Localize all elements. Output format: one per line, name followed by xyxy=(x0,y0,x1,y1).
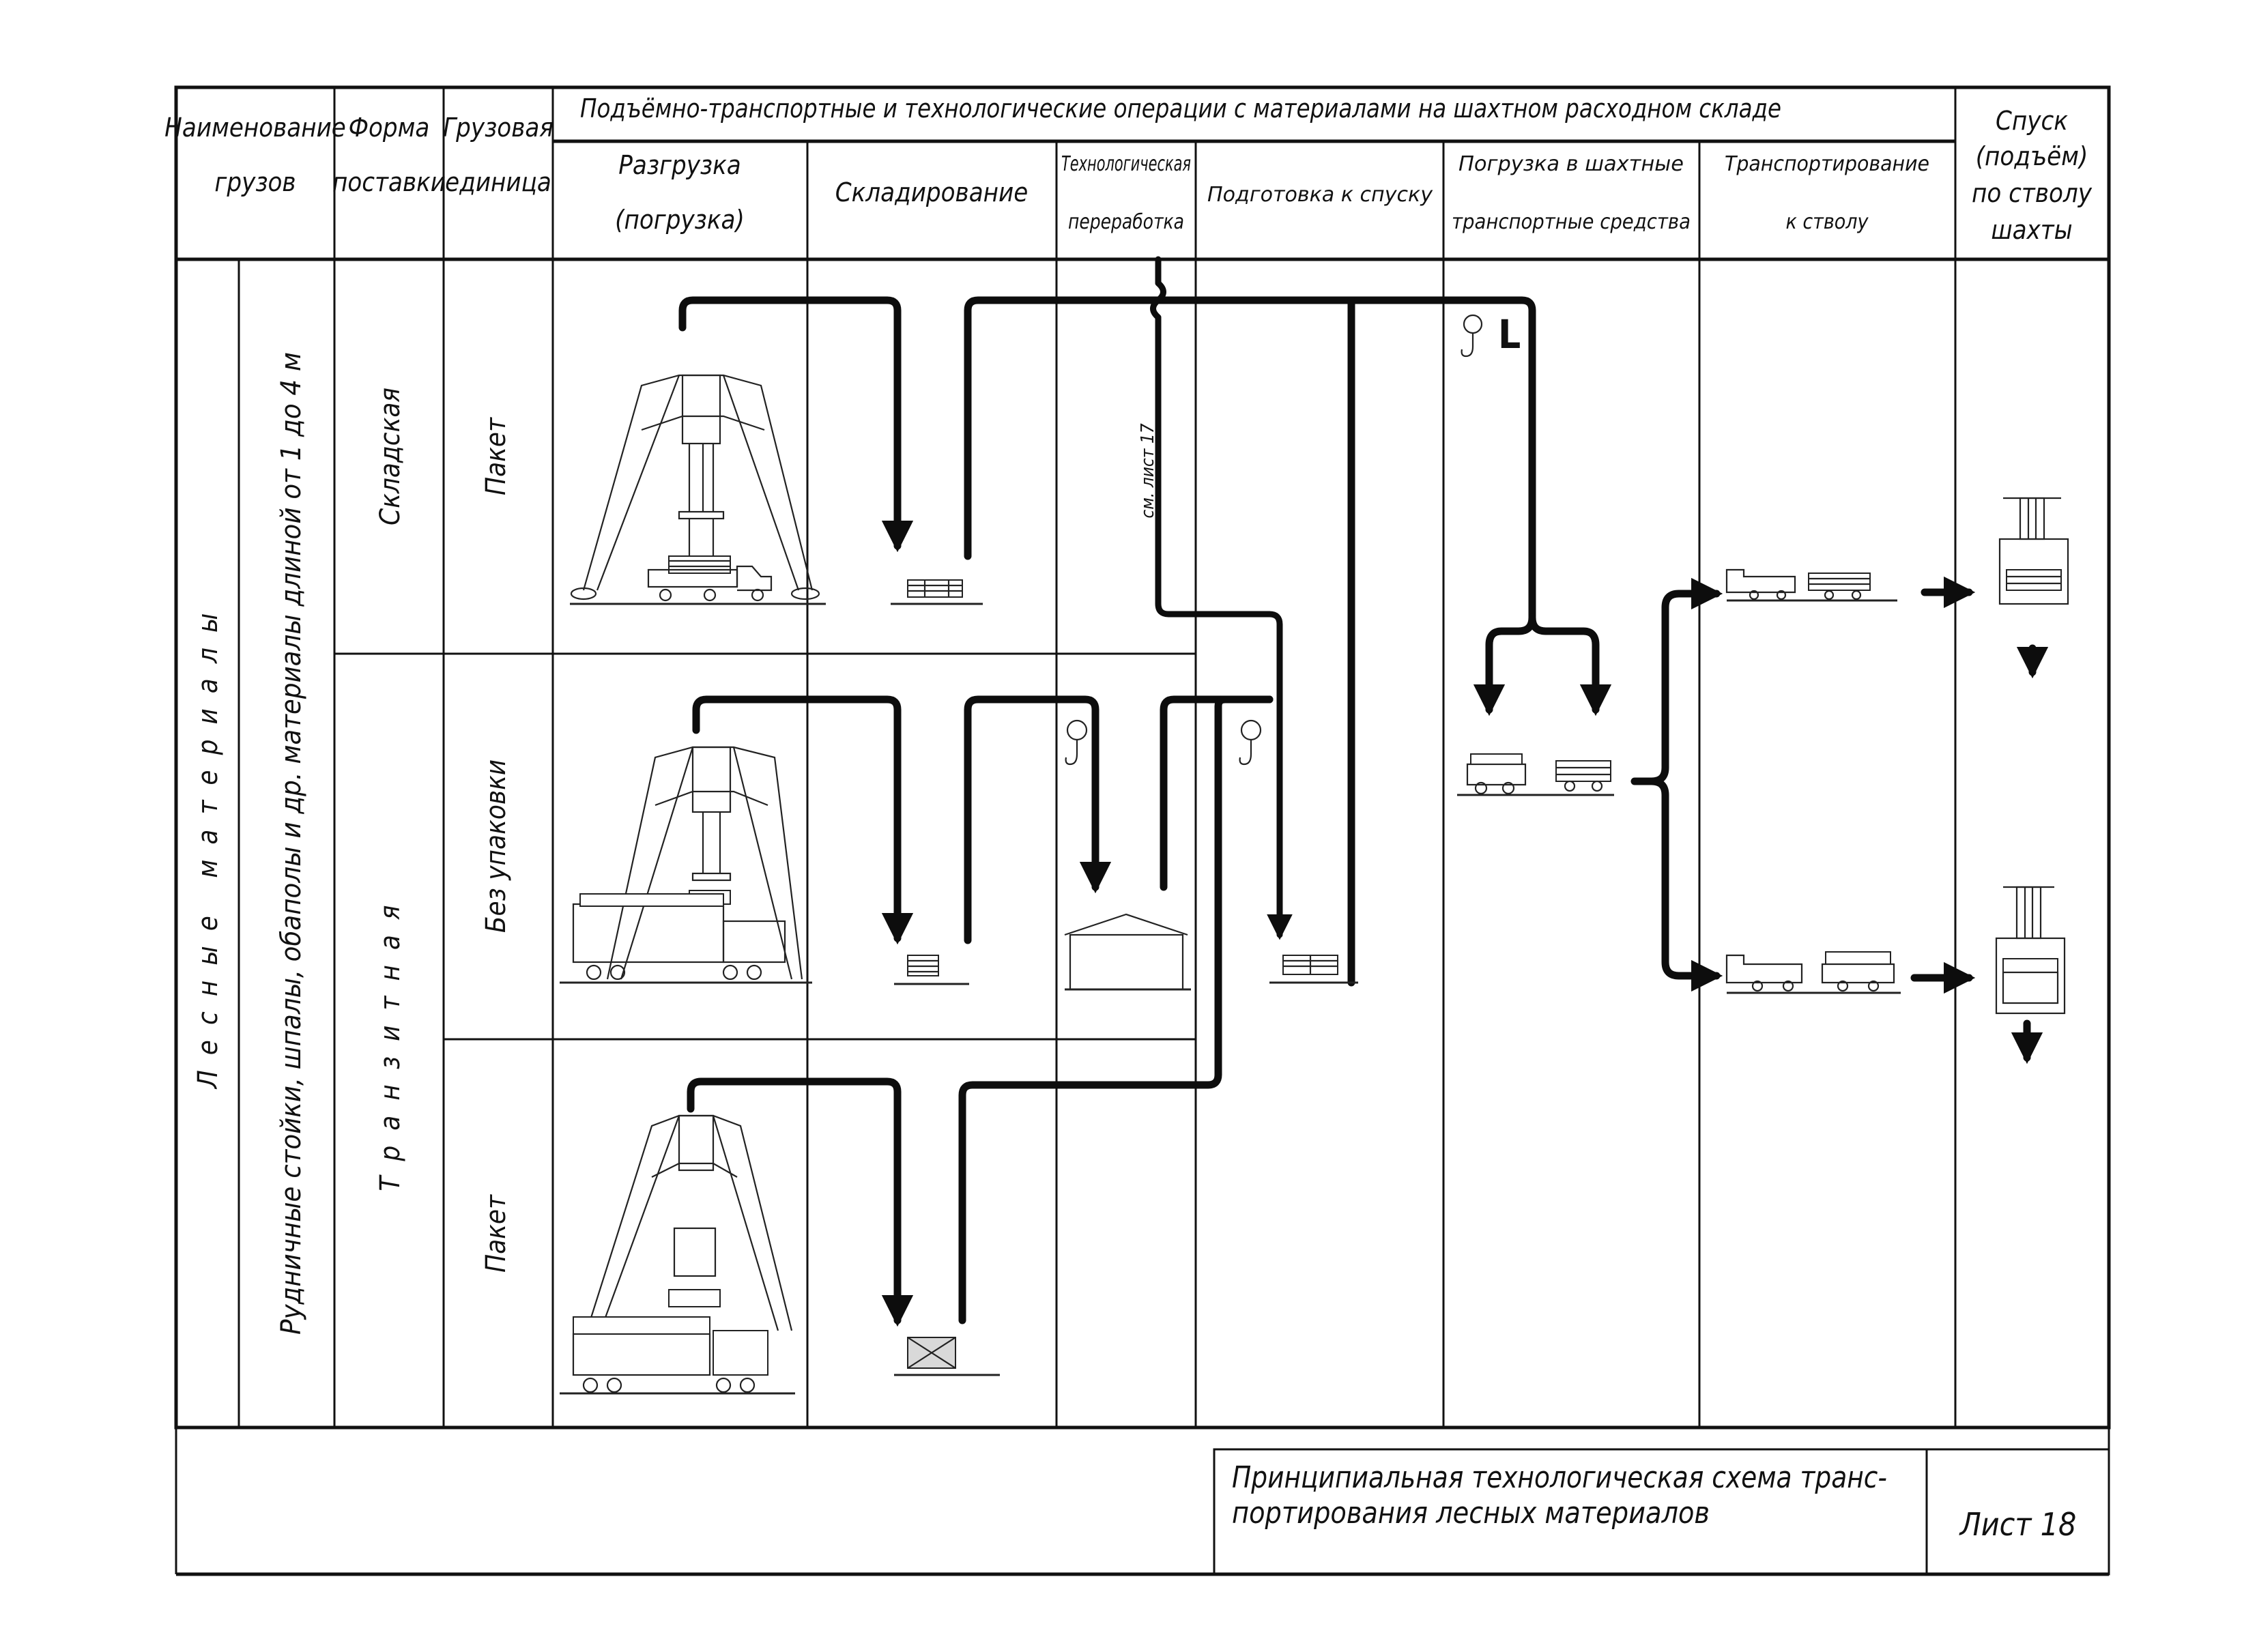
mine-wagons-icon xyxy=(1457,753,1614,796)
table-grid xyxy=(174,85,2111,1430)
drawing-title-line-2: портирования лесных материалов xyxy=(1232,1496,1710,1531)
flow-to-wagon-2 xyxy=(1528,613,1612,716)
flow-to-wagon-1 xyxy=(1473,613,1536,716)
locomotive-train-icon-lower xyxy=(1725,951,1901,994)
shaft-cage-icon-lower xyxy=(1995,886,2066,1015)
row-labels: Лесные материалы Рудничные стойки, шпалы… xyxy=(192,352,512,1335)
reference-note: см. лист 17 xyxy=(1138,423,1158,518)
gantry-crane-icon-2 xyxy=(560,746,812,984)
flow-unload-to-storage-3 xyxy=(687,1077,914,1327)
header-op-prep: Подготовка к спуску xyxy=(1207,183,1433,207)
supply-form-warehouse: Складская xyxy=(375,388,406,525)
header-op-processing-2: переработка xyxy=(1068,210,1184,234)
cargo-group-label: Лесные материалы xyxy=(192,598,224,1090)
header-cargo-name-2: грузов xyxy=(214,167,296,197)
header-descent-1: Спуск xyxy=(1996,106,2068,136)
header-operations-group: Подъёмно-транспортные и технологические … xyxy=(580,93,1781,124)
header-op-loading-2: транспортные средства xyxy=(1452,210,1691,234)
flow-unload-to-storage-2 xyxy=(692,695,914,945)
header-cargo-name-1: Наименование xyxy=(164,113,346,143)
flow-storage3-to-prep xyxy=(958,695,1274,1324)
hoist-hook-icon xyxy=(1461,314,1483,358)
flow-storage-to-loading xyxy=(964,296,1536,622)
cargo-unit-unpacked: Без упаковки xyxy=(480,759,512,933)
cargo-unit-package-2: Пакет xyxy=(480,1194,512,1273)
hoist-mark: L xyxy=(1498,311,1521,358)
stacked-logs-icon xyxy=(894,955,969,985)
material-flow-lines xyxy=(678,256,2049,1327)
title-block-text: Принципиальная технологическая схема тра… xyxy=(1232,1460,2076,1543)
header-descent-4: шахты xyxy=(1991,215,2072,245)
header-op-unloading-2: (погрузка) xyxy=(615,205,745,235)
header-supply-form-1: Форма xyxy=(349,113,430,143)
header-cargo-unit-2: единица xyxy=(445,167,551,197)
locomotive-train-icon-upper xyxy=(1725,568,1897,602)
flow-storage-to-processing xyxy=(964,695,1112,944)
flow-to-transport-lower xyxy=(1648,777,1723,992)
processing-building-icon xyxy=(1064,913,1191,991)
gantry-crane-icon-3 xyxy=(560,1114,795,1395)
flow-reference-loop xyxy=(1150,256,1293,940)
flow-processing-out xyxy=(1160,695,1274,891)
stacked-package-icon xyxy=(891,579,983,605)
sheet-number: Лист 18 xyxy=(1959,1506,2077,1543)
prepared-package-icon xyxy=(1269,955,1358,984)
title-block xyxy=(1213,1448,2110,1576)
header-op-transport-2: к стволу xyxy=(1785,210,1869,234)
header-op-loading-1: Погрузка в шахтные xyxy=(1458,152,1684,176)
flow-to-transport-upper xyxy=(1630,577,1723,785)
supply-form-transit: Транзитная xyxy=(375,890,406,1191)
header-descent-2: (подъём) xyxy=(1976,141,2088,171)
shaft-cage-icon-upper xyxy=(1998,497,2069,605)
header-op-processing-1: Технологическая xyxy=(1061,152,1191,176)
hoist-hook-icon-2 xyxy=(1065,719,1088,766)
page-footer-frame xyxy=(175,1428,2110,1576)
drawing-title-line-1: Принципиальная технологическая схема тра… xyxy=(1232,1460,1887,1495)
flow-unload-to-storage-1 xyxy=(678,296,914,553)
header-cargo-unit-1: Грузовая xyxy=(443,113,554,143)
cargo-unit-package-1: Пакет xyxy=(480,417,512,495)
header-op-storage: Складирование xyxy=(835,177,1029,207)
header-op-unloading-1: Разгрузка xyxy=(618,150,741,180)
cargo-detail-label: Рудничные стойки, шпалы, обаполы и др. м… xyxy=(276,352,307,1335)
header-op-transport-1: Транспортирование xyxy=(1725,152,1929,176)
table-frame xyxy=(174,85,2111,1430)
header-supply-form-2: поставки xyxy=(332,167,446,197)
packaged-lumber-icon xyxy=(894,1337,1000,1376)
gantry-crane-icon xyxy=(570,374,826,605)
hoist-hook-icon-3 xyxy=(1239,719,1262,766)
header-descent-3: по стволу xyxy=(1972,178,2093,208)
table-header: Наименование грузов Форма поставки Грузо… xyxy=(164,93,2093,245)
